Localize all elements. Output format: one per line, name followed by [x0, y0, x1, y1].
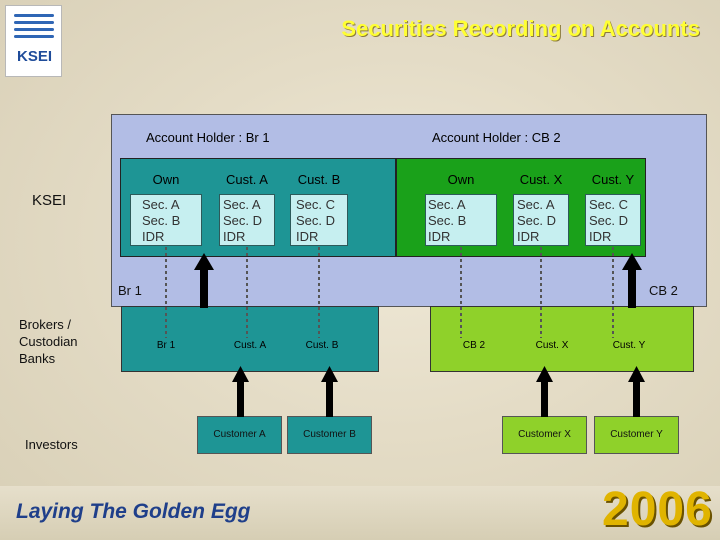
account-header: Cust. Y [585, 170, 641, 190]
ksei-logo: KSEI [5, 5, 62, 77]
logo-wave-icon [14, 21, 54, 24]
account-holdings: Sec. C Sec. D IDR [290, 194, 348, 246]
account-holdings: Sec. A Sec. D IDR [219, 194, 275, 246]
bank-node-label: Cust. Y [612, 340, 646, 351]
account-header: Cust. B [290, 170, 348, 190]
account-holdings: Sec. A Sec. B IDR [130, 194, 202, 246]
footer-band [0, 486, 720, 540]
customer-box: Customer Y [594, 416, 679, 454]
bank-label-cb2: CB 2 [649, 283, 678, 298]
cb2-bank-box [430, 306, 694, 372]
account-header: Cust. X [513, 170, 569, 190]
up-arrow-icon [628, 366, 645, 417]
bank-node-label: CB 2 [462, 340, 486, 351]
up-arrow-icon [232, 366, 249, 417]
side-label-brokers: Brokers / Custodian Banks [19, 317, 78, 366]
holder-label-br1: Account Holder : Br 1 [146, 130, 270, 145]
up-arrow-icon [321, 366, 338, 417]
bank-node-label: Cust. X [535, 340, 569, 351]
logo-wave-icon [14, 35, 54, 38]
holder-label-cb2: Account Holder : CB 2 [432, 130, 561, 145]
br1-bank-box [121, 306, 379, 372]
up-arrow-icon [622, 253, 642, 308]
logo-text: KSEI [16, 48, 52, 65]
footer-tagline: Laying The Golden Egg [16, 500, 251, 523]
account-holdings: Sec. C Sec. D IDR [585, 194, 641, 246]
bank-node-label: Cust. B [305, 340, 339, 351]
logo-wave-icon [14, 28, 54, 31]
up-arrow-icon [194, 253, 214, 308]
footer-year: 2006 [602, 483, 713, 536]
side-label-ksei: KSEI [32, 192, 67, 209]
bank-node-label: Cust. A [233, 340, 267, 351]
account-header: Own [425, 170, 497, 190]
account-header: Cust. A [219, 170, 275, 190]
bank-label-br1: Br 1 [118, 283, 142, 298]
side-label-investors: Investors [25, 437, 78, 452]
account-holdings: Sec. A Sec. B IDR [425, 194, 497, 246]
bank-node-label: Br 1 [156, 340, 176, 351]
account-header: Own [130, 170, 202, 190]
up-arrow-icon [536, 366, 553, 417]
account-holdings: Sec. A Sec. D IDR [513, 194, 569, 246]
page-title: Securities Recording on Accounts [341, 16, 700, 41]
logo-wave-icon [14, 14, 54, 17]
